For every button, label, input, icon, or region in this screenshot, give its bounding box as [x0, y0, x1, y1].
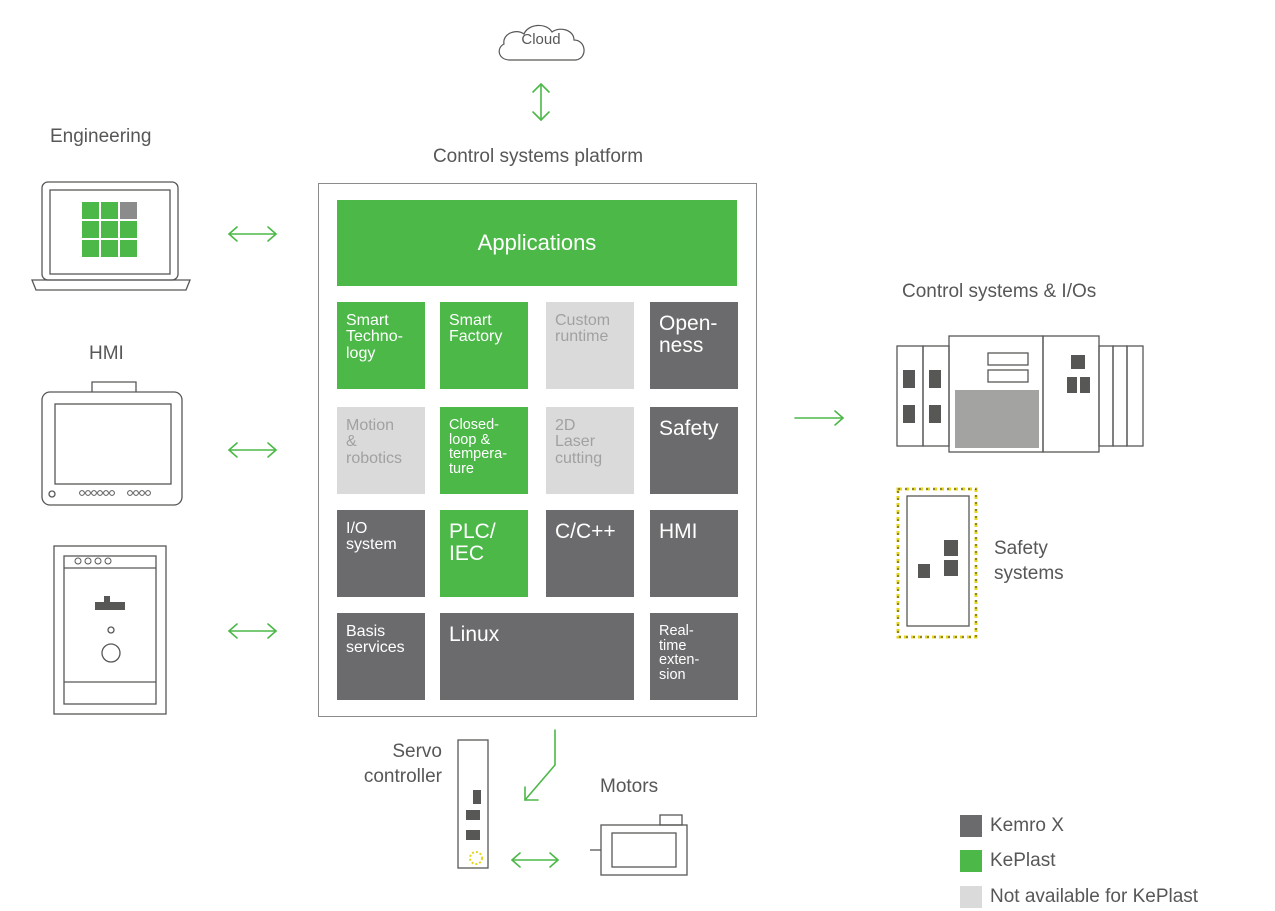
tile-hmi: HMI: [650, 510, 738, 597]
tile-c-c: C/C++: [546, 510, 634, 597]
hmi-device-label: HMI: [89, 343, 124, 364]
legend-swatch-keplast: [960, 850, 982, 872]
tile-smart-techno-logy: Smart Techno- logy: [337, 302, 425, 389]
tile-motion-robotics: Motion & robotics: [337, 407, 425, 494]
legend-swatch-na: [960, 886, 982, 908]
tile-open-ness: Open- ness: [650, 302, 738, 389]
safety-systems-label: Safety systems: [994, 538, 1064, 585]
legend-swatch-kemro: [960, 815, 982, 837]
tile-closed-loop-tempera-ture: Closed- loop & tempera- ture: [440, 407, 528, 494]
tile-plc-iec: PLC/ IEC: [440, 510, 528, 597]
legend-kemro: Kemro X: [990, 815, 1064, 836]
platform-title: Control systems platform: [432, 146, 644, 167]
tile-smart-factory: Smart Factory: [440, 302, 528, 389]
engineering-label: Engineering: [50, 126, 152, 147]
cloud-label: Cloud: [521, 31, 561, 48]
tile-custom-runtime: Custom runtime: [546, 302, 634, 389]
tile-i-o-system: I/O system: [337, 510, 425, 597]
motors-label: Motors: [600, 776, 659, 797]
tile-safety: Safety: [650, 407, 738, 494]
cloud-icon: [498, 24, 585, 61]
legend-not-available: Not available for KePlast: [990, 886, 1199, 907]
applications-block: Applications: [337, 200, 737, 286]
tile-linux: Linux: [440, 613, 634, 700]
legend-keplast: KePlast: [990, 850, 1056, 871]
control-ios-label: Control systems & I/Os: [902, 281, 1097, 302]
servo-label: Servo controller: [363, 741, 442, 787]
tile-2d-laser-cutting: 2D Laser cutting: [546, 407, 634, 494]
tile-basis-services: Basis services: [337, 613, 425, 700]
tile-real-time-exten-sion: Real- time exten- sion: [650, 613, 738, 700]
